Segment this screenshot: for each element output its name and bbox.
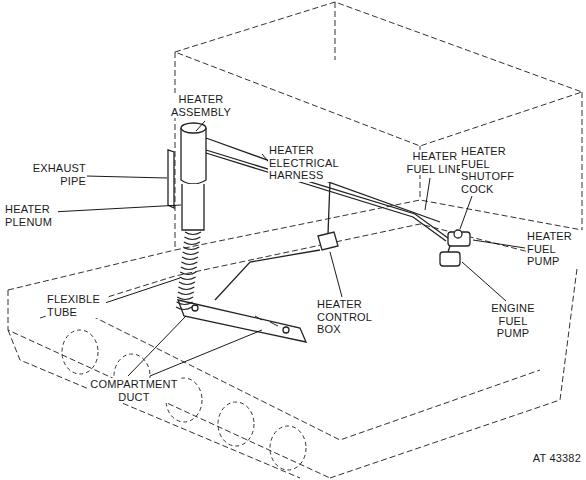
shutoff-cock (454, 230, 462, 238)
part-label: HEATER PLENUM (4, 203, 58, 228)
road-wheel (270, 426, 306, 470)
tube-coil (177, 297, 193, 300)
tube-coil (179, 282, 195, 285)
heater-parts (168, 123, 470, 342)
tube-coil (184, 237, 200, 240)
exhaust-pipe (168, 150, 174, 208)
part-label: HEATER CONTROL BOX (316, 298, 378, 336)
tube-coil (177, 302, 193, 305)
tube-coil (181, 262, 197, 265)
tube-coil (183, 252, 199, 255)
part-label: COMPARTMENT DUCT (88, 378, 180, 403)
flexible-tube (176, 232, 201, 310)
road-wheels (62, 330, 306, 470)
part-label: HEATER FUEL SHUTOFF COCK (460, 145, 518, 196)
engine-fuel-pump (440, 252, 460, 266)
hull-outline (8, 2, 582, 478)
heater-plenum (182, 184, 204, 230)
road-wheel (218, 402, 254, 446)
tube-coil (180, 272, 196, 275)
tube-coil (180, 277, 196, 280)
part-label: FLEXIBLE TUBE (46, 293, 106, 318)
part-label: ENGINE FUEL PUMP (484, 302, 542, 340)
road-wheel (62, 330, 98, 374)
tube-coil (181, 267, 197, 270)
tube-coil (178, 292, 194, 295)
part-label: HEATER ELECTRICAL HARNESS (268, 144, 348, 182)
part-label: HEATER FUEL PUMP (526, 230, 582, 268)
control-box (318, 232, 338, 250)
part-label: EXHAUST PIPE (30, 162, 87, 187)
tube-coil (178, 287, 194, 290)
tube-coil (182, 257, 198, 260)
leader-lines (52, 121, 525, 376)
tube-coil (184, 242, 200, 245)
part-label: HEATER ASSEMBLY (165, 93, 237, 118)
part-label: HEATER FUEL LINE (402, 150, 468, 175)
tube-coil (176, 307, 192, 310)
heater-cylinder (181, 128, 206, 184)
tube-coil (183, 247, 199, 250)
compartment-duct (178, 300, 306, 342)
tube-coil (185, 232, 201, 235)
figure-number: AT 43382 (516, 452, 582, 465)
